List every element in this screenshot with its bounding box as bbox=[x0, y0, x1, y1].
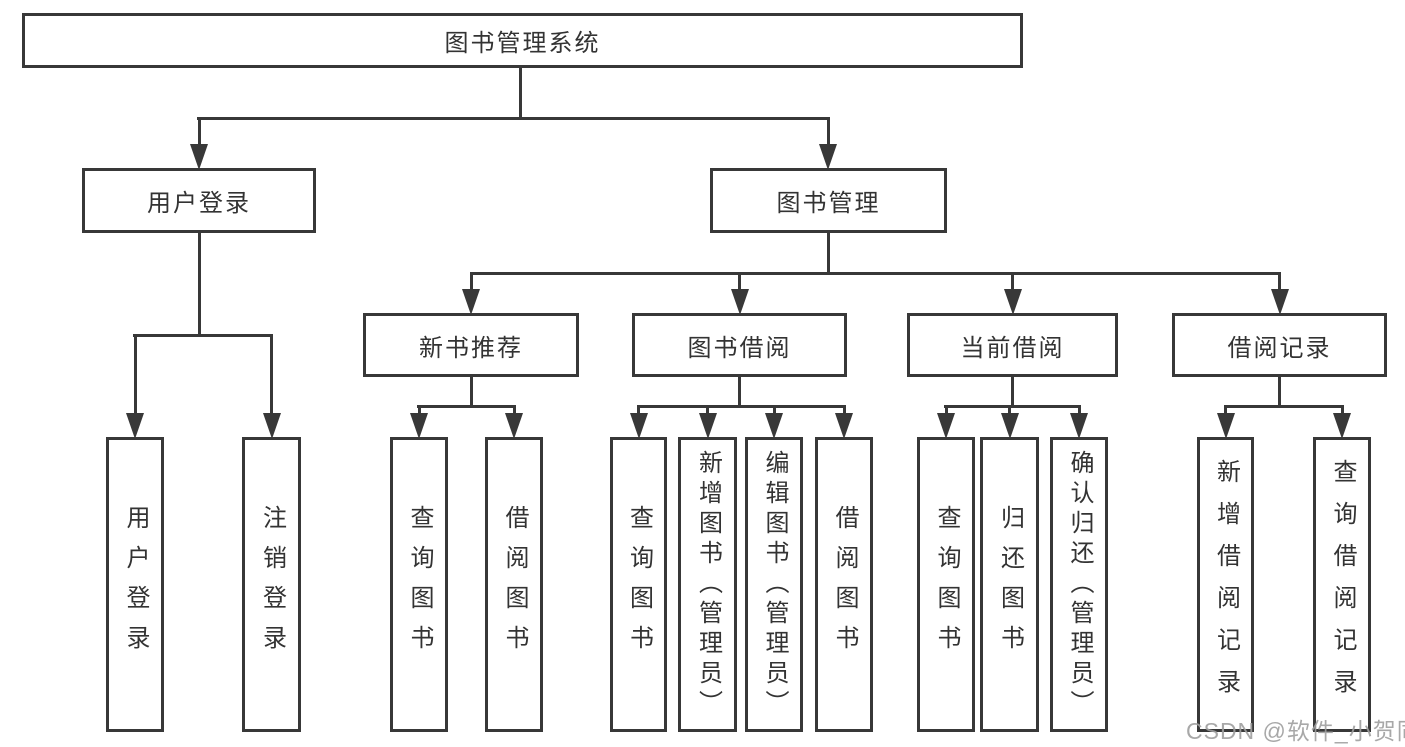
connector-line bbox=[133, 334, 137, 415]
connector-line bbox=[1008, 405, 1011, 415]
arrowhead-down bbox=[1000, 413, 1019, 439]
node-book-borrowing-label: 图书借阅 bbox=[687, 334, 792, 362]
leaf-add-borrow-record-label: 新增借阅记录 bbox=[1212, 458, 1240, 711]
connector-line bbox=[469, 272, 1281, 275]
connector-line bbox=[827, 233, 830, 275]
leaf-borrow-books-recommend: 借阅图书 bbox=[485, 437, 543, 732]
node-library-management-system-label: 图书管理系统 bbox=[444, 30, 601, 57]
connector-line bbox=[1224, 405, 1227, 415]
arrowhead-down bbox=[1270, 289, 1289, 315]
connector-line bbox=[469, 377, 473, 408]
arrowhead-down bbox=[262, 413, 281, 439]
arrowhead-down bbox=[1333, 413, 1351, 439]
leaf-query-books-recommend-label: 查询图书 bbox=[406, 504, 433, 665]
leaf-user-login: 用户登录 bbox=[106, 437, 164, 732]
connector-line bbox=[738, 272, 741, 291]
connector-line bbox=[417, 405, 421, 415]
connector-line bbox=[270, 334, 273, 415]
node-library-management-system: 图书管理系统 bbox=[22, 13, 1023, 68]
arrowhead-down bbox=[505, 413, 523, 439]
leaf-query-books-borrowing: 查询图书 bbox=[610, 437, 667, 732]
connector-line bbox=[1278, 272, 1281, 291]
node-borrowing-records: 借阅记录 bbox=[1172, 313, 1387, 377]
connector-line bbox=[519, 68, 522, 120]
connector-line bbox=[637, 405, 846, 408]
arrowhead-down bbox=[765, 413, 783, 439]
connector-line bbox=[1278, 377, 1281, 408]
leaf-edit-books-admin-label: 编辑图书（管理员） bbox=[761, 449, 788, 720]
leaf-query-books-current-label: 查询图书 bbox=[933, 504, 960, 665]
node-book-borrowing: 图书借阅 bbox=[632, 313, 847, 377]
arrowhead-down bbox=[462, 289, 480, 315]
connector-line bbox=[469, 272, 473, 291]
connector-line bbox=[1224, 405, 1344, 408]
connector-line bbox=[197, 233, 201, 337]
arrowhead-down bbox=[629, 413, 648, 439]
leaf-confirm-return-admin: 确认归还（管理员） bbox=[1050, 437, 1108, 732]
arrowhead-down bbox=[1070, 413, 1088, 439]
leaf-return-books-label: 归还图书 bbox=[996, 504, 1024, 665]
leaf-add-borrow-record: 新增借阅记录 bbox=[1197, 437, 1254, 732]
arrowhead-down bbox=[190, 144, 208, 170]
leaf-query-books-current: 查询图书 bbox=[917, 437, 975, 732]
connector-line bbox=[197, 117, 201, 146]
connector-line bbox=[512, 405, 516, 415]
arrowhead-down bbox=[835, 413, 853, 439]
node-user-login-label: 用户登录 bbox=[147, 190, 251, 217]
node-current-borrowing: 当前借阅 bbox=[907, 313, 1118, 377]
leaf-query-borrow-record-label: 查询借阅记录 bbox=[1329, 458, 1356, 711]
node-current-borrowing-label: 当前借阅 bbox=[960, 334, 1065, 362]
node-book-management: 图书管理 bbox=[710, 168, 947, 233]
connector-line bbox=[842, 405, 846, 415]
node-new-book-recommendation-label: 新书推荐 bbox=[419, 334, 523, 362]
arrowhead-down bbox=[410, 413, 428, 439]
connector-line bbox=[1340, 405, 1344, 415]
arrowhead-down bbox=[698, 413, 717, 439]
csdn-watermark: CSDN @软件_小贺同学 bbox=[1186, 718, 1405, 744]
connector-line bbox=[772, 405, 776, 415]
leaf-add-books-admin-label: 新增图书（管理员） bbox=[694, 449, 722, 720]
connector-line bbox=[944, 405, 1080, 408]
leaf-return-books: 归还图书 bbox=[980, 437, 1039, 732]
leaf-confirm-return-admin-label: 确认归还（管理员） bbox=[1066, 449, 1093, 720]
node-new-book-recommendation: 新书推荐 bbox=[363, 313, 579, 377]
arrowhead-down bbox=[819, 144, 837, 170]
connector-line bbox=[417, 405, 516, 408]
node-book-management-label: 图书管理 bbox=[776, 190, 881, 217]
connector-line bbox=[637, 405, 640, 415]
arrowhead-down bbox=[730, 289, 749, 315]
connector-line bbox=[944, 405, 948, 415]
leaf-edit-books-admin: 编辑图书（管理员） bbox=[745, 437, 803, 732]
leaf-add-books-admin: 新增图书（管理员） bbox=[678, 437, 737, 732]
connector-line bbox=[827, 117, 830, 146]
arrowhead-down bbox=[1003, 289, 1022, 315]
leaf-query-books-borrowing-label: 查询图书 bbox=[625, 504, 653, 665]
connector-line bbox=[1011, 377, 1014, 408]
connector-line bbox=[1011, 272, 1014, 291]
connector-line bbox=[1077, 405, 1081, 415]
leaf-borrow-books-borrowing: 借阅图书 bbox=[815, 437, 873, 732]
leaf-query-books-recommend: 查询图书 bbox=[390, 437, 448, 732]
leaf-borrow-books-borrowing-label: 借阅图书 bbox=[831, 504, 858, 665]
leaf-user-login-label: 用户登录 bbox=[122, 504, 149, 665]
arrowhead-down bbox=[126, 413, 144, 439]
node-user-login: 用户登录 bbox=[82, 168, 316, 233]
connector-line bbox=[706, 405, 709, 415]
leaf-borrow-books-recommend-label: 借阅图书 bbox=[501, 504, 528, 665]
leaf-logout-login: 注销登录 bbox=[242, 437, 301, 732]
arrowhead-down bbox=[937, 413, 955, 439]
node-borrowing-records-label: 借阅记录 bbox=[1227, 334, 1332, 362]
arrowhead-down bbox=[1216, 413, 1235, 439]
connector-line bbox=[133, 334, 273, 337]
connector-line bbox=[197, 117, 830, 120]
leaf-query-borrow-record: 查询借阅记录 bbox=[1313, 437, 1371, 732]
leaf-logout-login-label: 注销登录 bbox=[258, 504, 286, 665]
connector-line bbox=[738, 377, 741, 408]
